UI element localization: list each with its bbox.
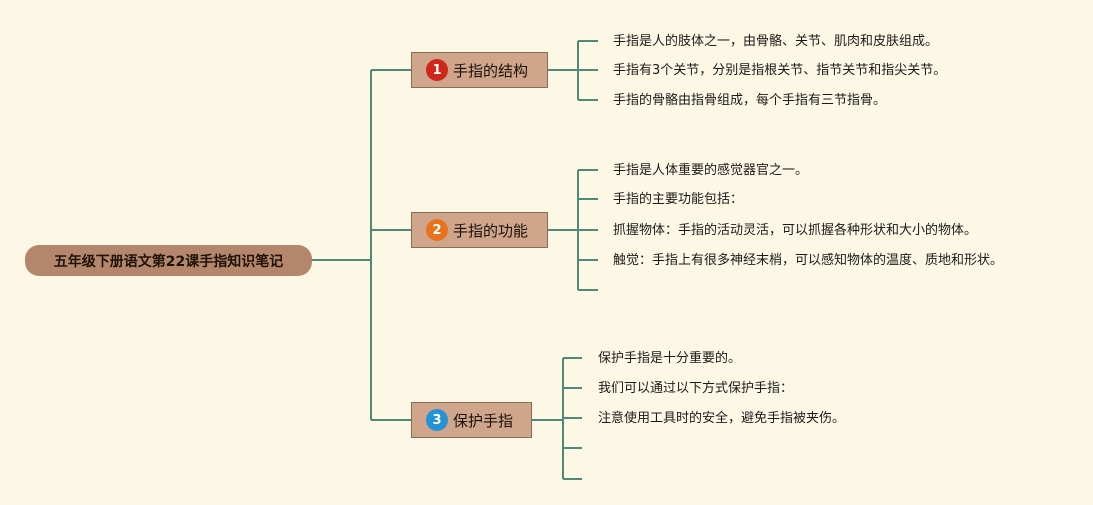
number-2-icon: 2 [426, 219, 448, 241]
leaf-item[interactable]: 手指是人体重要的感觉器官之一。 [613, 163, 809, 178]
branch-label: 保护手指 [453, 411, 514, 430]
leaf-item[interactable]: 手指是人的肢体之一，由骨骼、关节、肌肉和皮肤组成。 [613, 34, 939, 49]
leaf-item[interactable]: 保护手指是十分重要的。 [598, 351, 742, 366]
leaf-item[interactable]: 手指有3个关节，分别是指根关节、指节关节和指尖关节。 [613, 63, 947, 78]
leaf-item[interactable]: 手指的骨骼由指骨组成，每个手指有三节指骨。 [613, 93, 887, 108]
branch-protection[interactable]: 3 保护手指 [411, 402, 532, 438]
branch-label: 手指的结构 [453, 61, 529, 80]
leaf-item[interactable]: 注意使用工具时的安全，避免手指被夹伤。 [598, 411, 846, 426]
branch-label: 手指的功能 [453, 221, 529, 240]
leaf-item[interactable]: 抓握物体：手指的活动灵活，可以抓握各种形状和大小的物体。 [613, 223, 978, 238]
number-3-icon: 3 [426, 409, 448, 431]
leaf-item[interactable]: 触觉：手指上有很多神经末梢，可以感知物体的温度、质地和形状。 [613, 253, 1004, 268]
branch-structure[interactable]: 1 手指的结构 [411, 52, 548, 88]
root-topic[interactable]: 五年级下册语文第22课手指知识笔记 [25, 245, 312, 276]
branch-function[interactable]: 2 手指的功能 [411, 212, 548, 248]
leaf-item[interactable]: 我们可以通过以下方式保护手指： [598, 381, 794, 396]
leaf-item[interactable]: 手指的主要功能包括： [613, 192, 744, 207]
root-label: 五年级下册语文第22课手指知识笔记 [53, 253, 284, 270]
number-1-icon: 1 [426, 59, 448, 81]
